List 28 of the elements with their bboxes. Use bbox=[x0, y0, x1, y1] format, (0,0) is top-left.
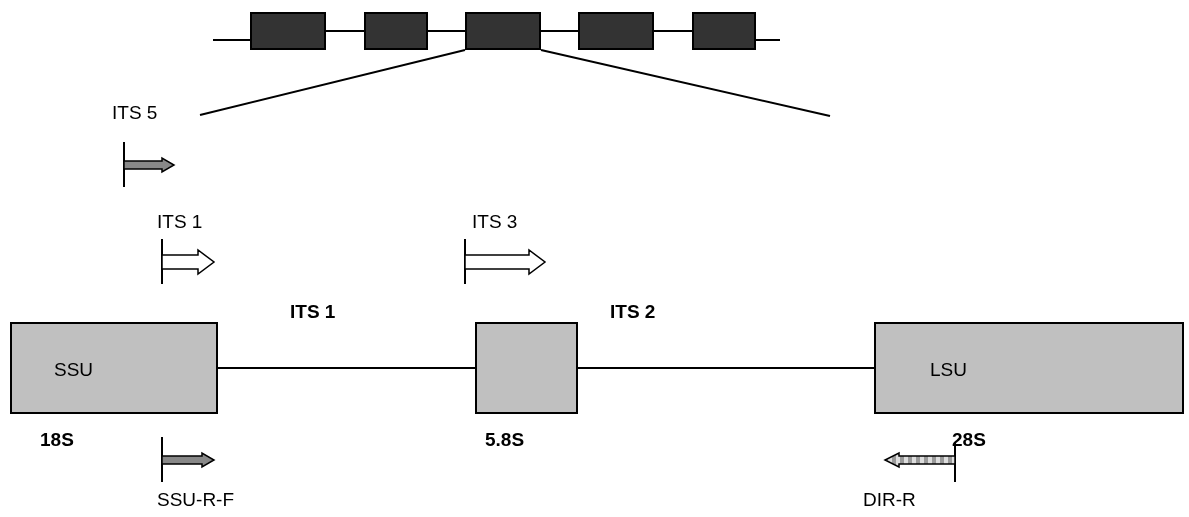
exon-box bbox=[578, 12, 654, 50]
primer-label: ITS 1 bbox=[157, 212, 203, 231]
rrna-gene-box bbox=[874, 322, 1184, 414]
intron-line bbox=[325, 30, 365, 32]
primer-label: DIR-R bbox=[863, 490, 916, 509]
subunit-label: 28S bbox=[952, 430, 986, 449]
intron-line bbox=[427, 30, 466, 32]
rrna-gene-box bbox=[475, 322, 578, 414]
edge-label: ITS 2 bbox=[610, 302, 656, 321]
region-label: SSU bbox=[54, 360, 94, 379]
region-label: LSU bbox=[930, 360, 967, 379]
primer-label: ITS 3 bbox=[472, 212, 518, 231]
exon-box bbox=[364, 12, 428, 50]
intron-line bbox=[577, 367, 875, 369]
rrna-gene-box bbox=[10, 322, 218, 414]
primer-label: SSU-R-F bbox=[157, 490, 235, 509]
primer-label: ITS 5 bbox=[112, 103, 158, 122]
exon-box bbox=[465, 12, 541, 50]
exon-box bbox=[692, 12, 756, 50]
exon-box bbox=[250, 12, 326, 50]
intron-line bbox=[217, 367, 476, 369]
intron-line bbox=[540, 30, 579, 32]
zoom-line bbox=[199, 49, 466, 116]
edge-label: ITS 1 bbox=[290, 302, 336, 321]
intron-line bbox=[653, 30, 693, 32]
zoom-line bbox=[540, 49, 831, 117]
subunit-label: 18S bbox=[40, 430, 74, 449]
subunit-label: 5.8S bbox=[485, 430, 525, 449]
